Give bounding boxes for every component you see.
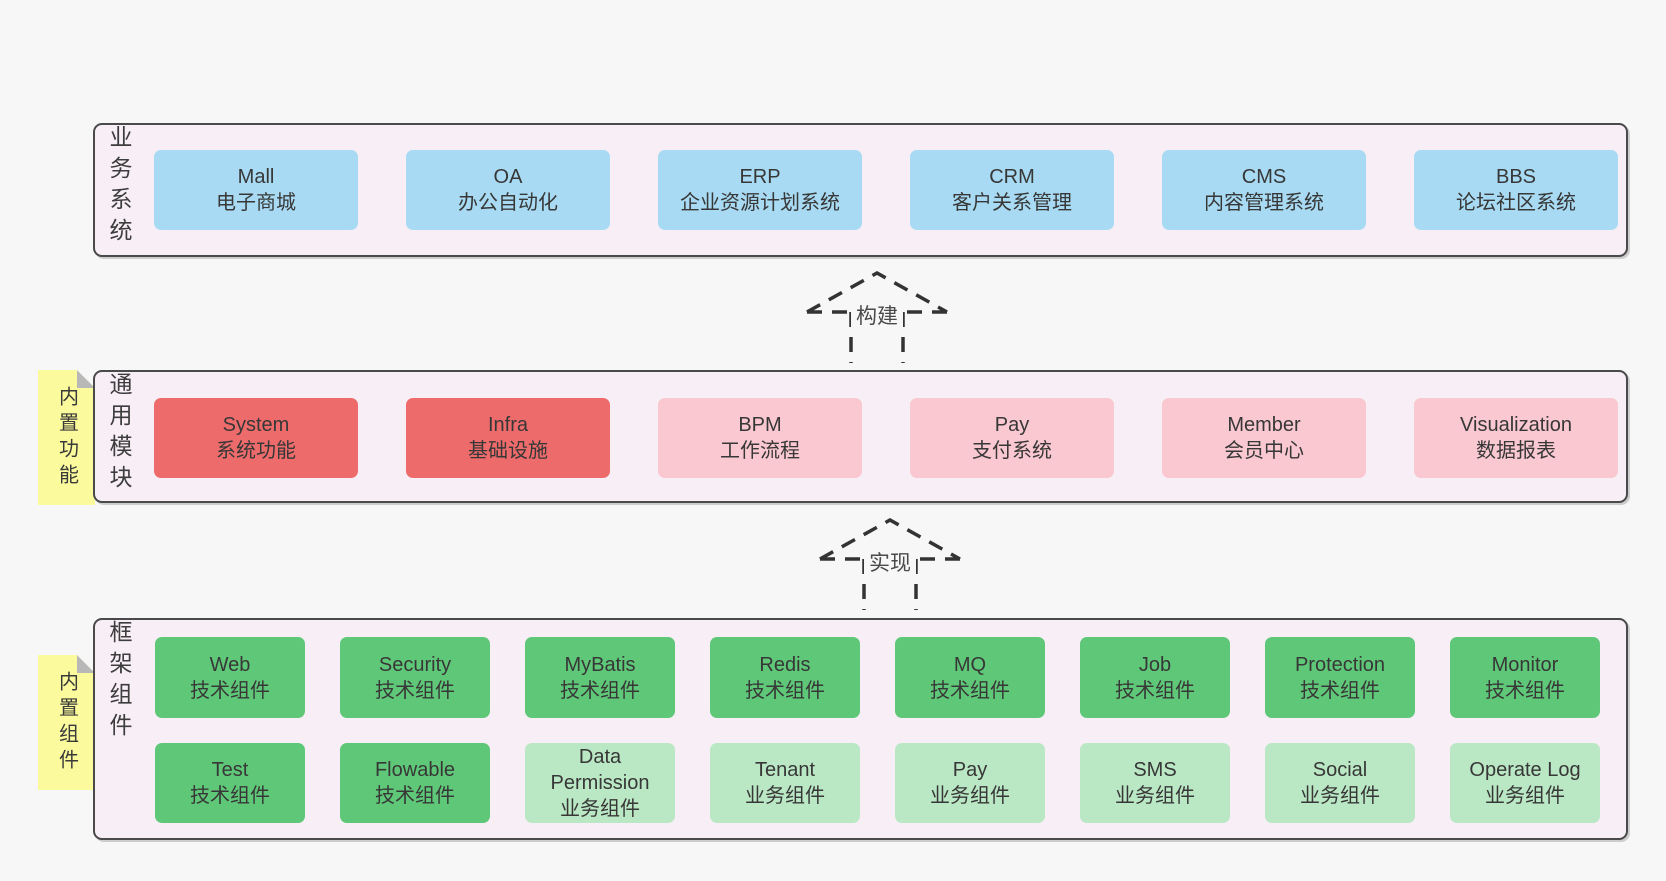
box-title: Pay (994, 414, 1030, 436)
box-subtitle: 技术组件 (190, 785, 270, 807)
box-title: Mall (237, 166, 275, 188)
box-subtitle: 业务组件 (1115, 785, 1195, 807)
box-title: MyBatis (564, 653, 636, 676)
box-title: CRM (989, 166, 1035, 188)
box-subtitle: 基础设施 (468, 440, 548, 462)
box-subtitle: 技术组件 (745, 679, 825, 702)
box-title: Security (378, 653, 452, 676)
layer-framework-components: 框架组件 Web 技术组件 Security 技术组件 MyBatis 技术组件… (93, 618, 1628, 840)
box-system: System 系统功能 (154, 398, 358, 478)
box-visualization: Visualization 数据报表 (1414, 398, 1618, 478)
build-arrow-icon (806, 270, 948, 363)
box-title: Data Permission (550, 746, 650, 794)
box-subtitle: 业务组件 (1485, 785, 1565, 807)
box-subtitle: 会员中心 (1224, 440, 1304, 462)
box-subtitle: 技术组件 (1115, 679, 1195, 702)
box-title: Infra (487, 414, 529, 436)
box-title: System (222, 414, 290, 436)
box-title: Redis (759, 653, 811, 676)
box-title: Test (211, 759, 249, 781)
box-subtitle: 内容管理系统 (1204, 192, 1324, 214)
box-flowable: Flowable 技术组件 (340, 743, 490, 823)
box-job: Job 技术组件 (1080, 637, 1230, 718)
box-redis: Redis 技术组件 (710, 637, 860, 718)
box-test: Test 技术组件 (155, 743, 305, 823)
box-oa: OA 办公自动化 (406, 150, 610, 230)
box-subtitle: 电子商城 (216, 192, 296, 214)
box-subtitle: 业务组件 (930, 785, 1010, 807)
box-title: Job (1138, 653, 1172, 676)
box-title: Pay (952, 759, 988, 781)
box-title: MQ (953, 653, 987, 676)
box-bbs: BBS 论坛社区系统 (1414, 150, 1618, 230)
box-subtitle: 技术组件 (1485, 679, 1565, 702)
box-cms: CMS 内容管理系统 (1162, 150, 1366, 230)
box-mall: Mall 电子商城 (154, 150, 358, 230)
box-title: Tenant (754, 759, 816, 781)
box-mq: MQ 技术组件 (895, 637, 1045, 718)
box-security: Security 技术组件 (340, 637, 490, 718)
layer-framework-components-label: 框架组件 (106, 620, 132, 744)
box-title: Web (209, 653, 251, 676)
build-arrow-label: 构建 (851, 299, 903, 331)
box-subtitle: 企业资源计划系统 (680, 192, 840, 214)
box-subtitle: 业务组件 (1300, 785, 1380, 807)
box-title: Operate Log (1469, 759, 1581, 781)
box-subtitle: 系统功能 (216, 440, 296, 462)
box-title: Flowable (374, 759, 456, 781)
box-subtitle: 数据报表 (1476, 440, 1556, 462)
box-subtitle: 支付系统 (972, 440, 1052, 462)
box-title: OA (493, 166, 523, 188)
box-subtitle: 业务组件 (745, 785, 825, 807)
box-monitor: Monitor 技术组件 (1450, 637, 1600, 718)
box-subtitle: 办公自动化 (458, 192, 558, 214)
box-title: Visualization (1460, 414, 1572, 436)
sticky-note-builtin-components: 内置组件 (38, 655, 95, 790)
box-title: CMS (1241, 166, 1287, 188)
layer-business-systems-label: 业务系统 (106, 125, 132, 249)
layer-common-modules-label: 通用模块 (106, 372, 132, 496)
box-title: BPM (738, 414, 782, 436)
box-title: SMS (1133, 759, 1177, 781)
box-erp: ERP 企业资源计划系统 (658, 150, 862, 230)
box-data-permission: Data Permission 业务组件 (525, 743, 675, 823)
box-subtitle: 技术组件 (560, 679, 640, 702)
sticky-label: 内置功能 (55, 385, 78, 490)
box-title: Member (1227, 414, 1301, 436)
box-operate-log: Operate Log 业务组件 (1450, 743, 1600, 823)
box-subtitle: 技术组件 (190, 679, 270, 702)
box-mybatis: MyBatis 技术组件 (525, 637, 675, 718)
box-title: BBS (1495, 166, 1537, 188)
box-tenant: Tenant 业务组件 (710, 743, 860, 823)
box-subtitle: 技术组件 (1300, 679, 1380, 702)
layer-common-modules: 通用模块 System 系统功能 Infra 基础设施 BPM 工作流程 Pay… (93, 370, 1628, 503)
box-social: Social 业务组件 (1265, 743, 1415, 823)
sticky-note-builtin-features: 内置功能 (38, 370, 95, 505)
box-pay-system: Pay 支付系统 (910, 398, 1114, 478)
layer-business-systems: 业务系统 Mall 电子商城 OA 办公自动化 ERP 企业资源计划系统 CRM… (93, 123, 1628, 257)
box-web: Web 技术组件 (155, 637, 305, 718)
box-subtitle: 工作流程 (720, 440, 800, 462)
box-crm: CRM 客户关系管理 (910, 150, 1114, 230)
box-subtitle: 技术组件 (375, 785, 455, 807)
box-bpm: BPM 工作流程 (658, 398, 862, 478)
box-protection: Protection 技术组件 (1265, 637, 1415, 718)
box-subtitle: 客户关系管理 (952, 192, 1072, 214)
box-sms: SMS 业务组件 (1080, 743, 1230, 823)
implement-arrow-label: 实现 (864, 546, 916, 578)
box-pay-component: Pay 业务组件 (895, 743, 1045, 823)
implement-arrow-icon (819, 517, 961, 610)
box-member: Member 会员中心 (1162, 398, 1366, 478)
box-subtitle: 论坛社区系统 (1456, 192, 1576, 214)
box-title: Social (1312, 759, 1368, 781)
box-title: Monitor (1491, 653, 1559, 676)
box-infra: Infra 基础设施 (406, 398, 610, 478)
box-subtitle: 技术组件 (375, 679, 455, 702)
box-title: Protection (1294, 653, 1386, 676)
box-title: ERP (739, 166, 781, 188)
sticky-label: 内置组件 (55, 670, 78, 775)
box-subtitle: 业务组件 (560, 798, 640, 820)
box-subtitle: 技术组件 (930, 679, 1010, 702)
